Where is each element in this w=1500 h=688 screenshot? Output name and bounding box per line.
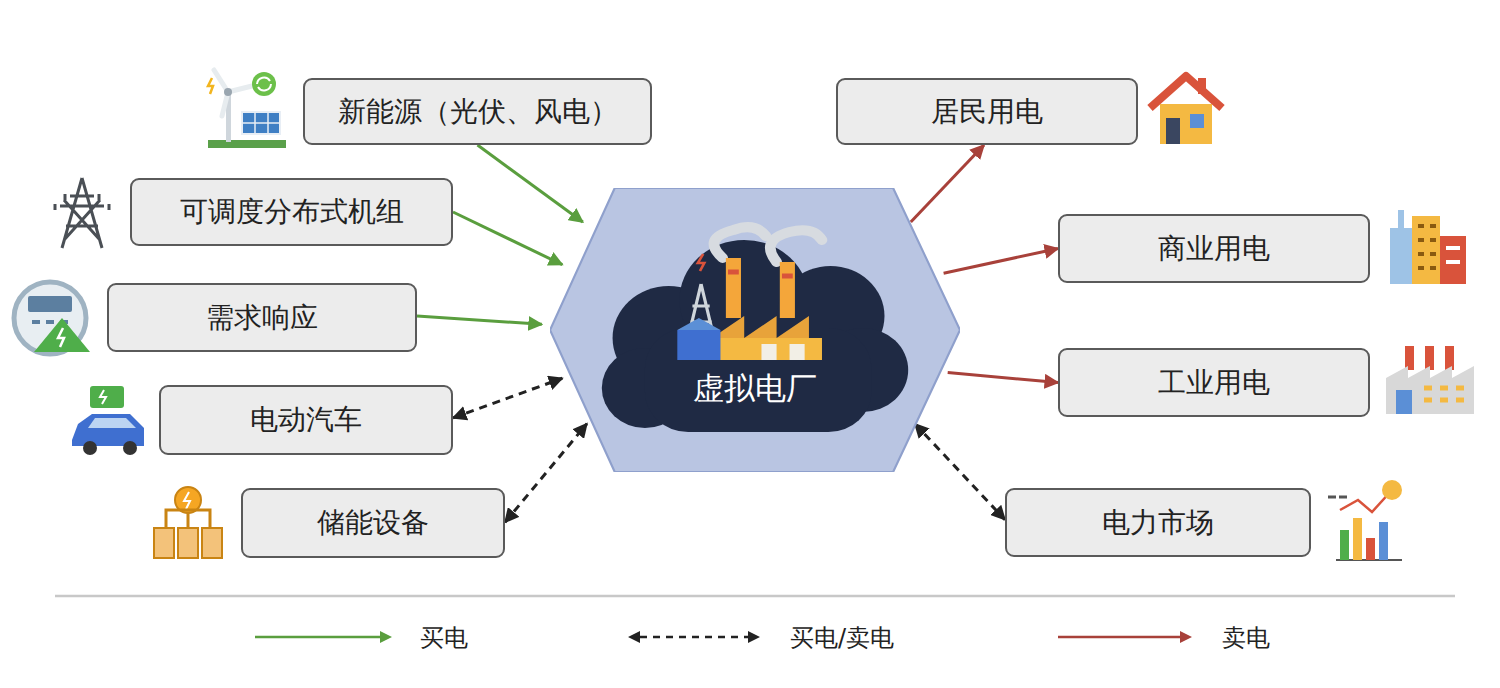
process-box: 电力市场 [1005, 488, 1311, 557]
process-box: 新能源（光伏、风电） [303, 78, 652, 145]
legend-label: 买电 [420, 622, 468, 654]
legend-samples [255, 631, 1192, 643]
meter-icon [14, 282, 90, 354]
legend-divider [55, 595, 1455, 598]
process-box: 商业用电 [1058, 214, 1370, 283]
connector-arrow [453, 212, 562, 265]
connector-arrow [948, 373, 1058, 383]
hub-label: 虚拟电厂 [550, 368, 960, 410]
node-label: 居民用电 [931, 93, 1043, 131]
process-box: 居民用电 [836, 78, 1138, 145]
market-chart-icon [1328, 480, 1402, 560]
process-box: 需求响应 [107, 283, 417, 352]
hub-hexagon: 虚拟电厂 [550, 188, 960, 472]
connector-arrow [944, 249, 1058, 274]
process-box: 可调度分布式机组 [130, 178, 453, 246]
node-label: 电动汽车 [250, 401, 362, 439]
process-box: 工业用电 [1058, 348, 1370, 417]
hexagon-outline [550, 188, 960, 472]
node-label: 工业用电 [1158, 364, 1270, 402]
connector-arrow [911, 145, 984, 222]
tower-icon [55, 178, 109, 248]
connector-arrow [417, 316, 542, 324]
legend-label: 卖电 [1222, 622, 1270, 654]
node-label: 储能设备 [317, 504, 429, 542]
node-label: 电力市场 [1102, 504, 1214, 542]
storage-icon [154, 487, 222, 558]
connector-arrow [453, 378, 562, 418]
connector-arrow [915, 424, 1005, 520]
legend-label: 买电/卖电 [790, 622, 894, 654]
house-icon [1150, 76, 1222, 144]
renewable-icon [208, 70, 286, 148]
car-icon [72, 386, 144, 455]
buildings-icon [1390, 210, 1466, 284]
node-label: 需求响应 [206, 299, 318, 337]
process-box: 储能设备 [241, 488, 505, 558]
node-label: 新能源（光伏、风电） [338, 93, 618, 131]
process-box: 电动汽车 [159, 385, 453, 455]
connector-arrow [478, 145, 583, 222]
node-label: 商业用电 [1158, 230, 1270, 268]
connector-arrow [505, 424, 587, 523]
node-label: 可调度分布式机组 [180, 193, 404, 231]
factory-icon [1386, 346, 1474, 414]
